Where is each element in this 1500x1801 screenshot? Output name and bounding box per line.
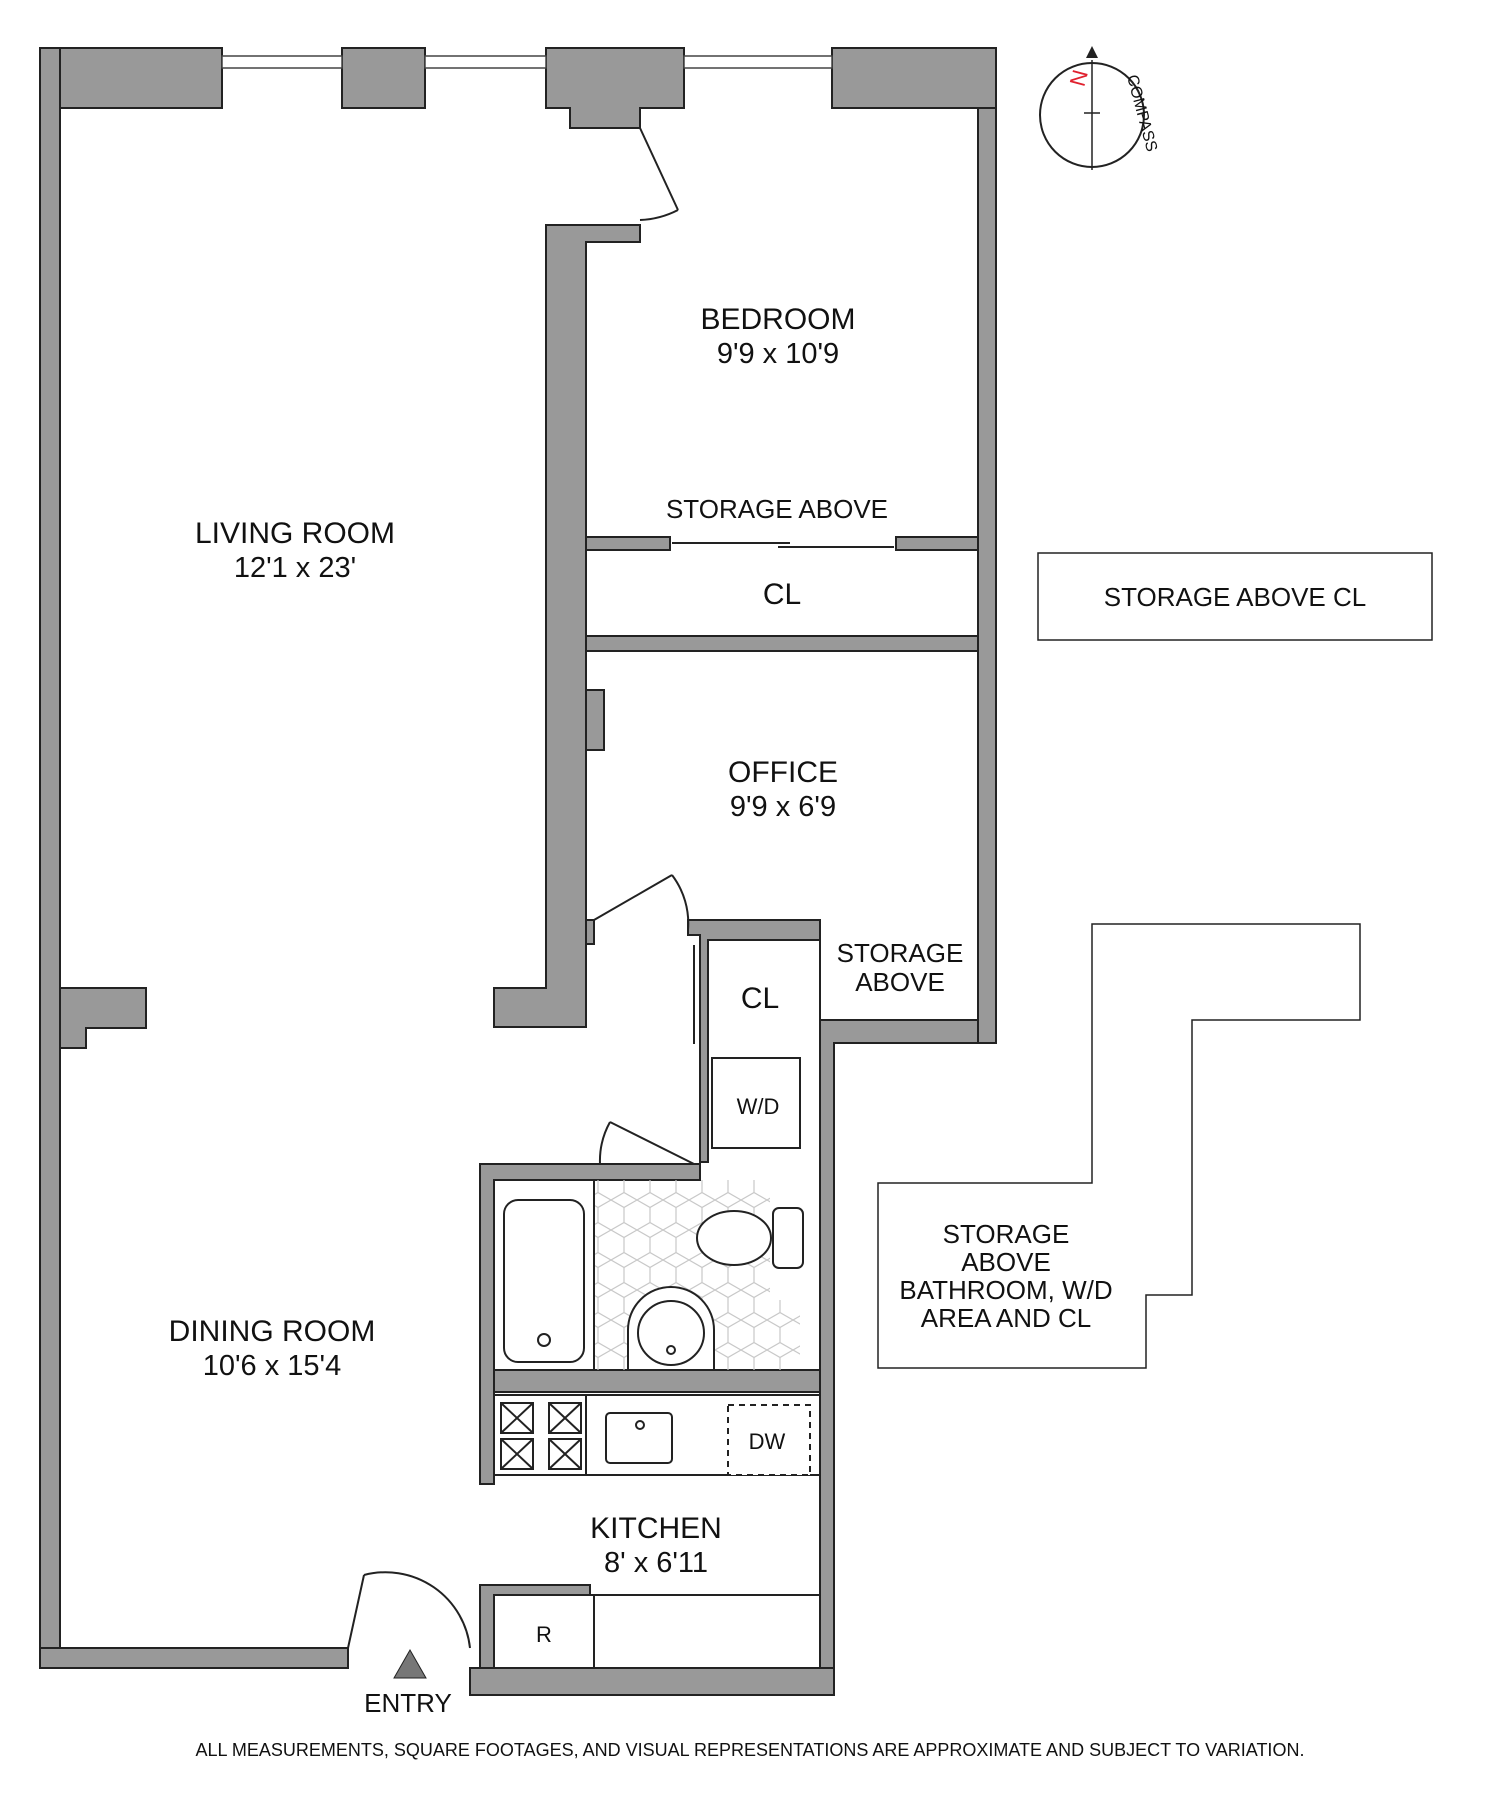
kitchen-sink-drain	[635, 1420, 645, 1430]
kitchen-dims: 8' x 6'11	[604, 1547, 708, 1579]
compass-arrow-icon	[1086, 46, 1098, 58]
bedroom-sliding-door	[672, 542, 894, 548]
walls	[39, 47, 997, 1696]
bedroom-name: BEDROOM	[700, 303, 855, 336]
doors	[347, 127, 894, 1649]
entry-arrow-icon	[393, 1648, 427, 1679]
toilet-tank	[772, 1207, 804, 1269]
bedroom-storage-label: STORAGE ABOVE	[666, 494, 888, 524]
compass: N	[1039, 46, 1145, 170]
office-door	[593, 874, 690, 931]
tub-drain	[537, 1333, 551, 1347]
bedroom-closet-top-left	[585, 536, 671, 551]
bath-sink-drain	[666, 1345, 676, 1355]
bath-sink-basin	[637, 1300, 705, 1366]
refrigerator	[493, 1594, 595, 1669]
west-wall	[39, 47, 61, 1669]
laundry-sliding-door	[693, 945, 701, 1150]
office-wall-bump	[585, 689, 605, 751]
bedroom-closet-bottom	[585, 635, 979, 652]
stove-burners	[500, 1402, 582, 1470]
dishwasher	[727, 1404, 811, 1476]
dishwasher-label: DW	[749, 1429, 786, 1454]
washer-dryer-label: W/D	[737, 1094, 780, 1119]
compass-needle	[1084, 60, 1100, 170]
bath-kitchen-divider	[493, 1369, 821, 1393]
entry-door	[347, 1571, 471, 1649]
bedroom-closet-label: CL	[763, 578, 801, 611]
storage-above-cl-box	[1037, 552, 1433, 641]
bedroom-closet-top-right	[895, 536, 979, 551]
entry-label: ENTRY	[364, 1688, 452, 1718]
storage-above-bath-line3: BATHROOM, W/D	[899, 1275, 1112, 1305]
bedroom-door	[639, 127, 679, 221]
living-room-column	[59, 987, 147, 1049]
office-dims: 9'9 x 6'9	[730, 791, 836, 823]
office-storage-line2: ABOVE	[855, 967, 945, 997]
office-storage-line1: STORAGE	[837, 938, 964, 968]
storage-above-cl-label: STORAGE ABOVE CL	[1104, 582, 1367, 612]
kitchen-name: KITCHEN	[590, 1512, 722, 1545]
living-room-name: LIVING ROOM	[195, 517, 395, 550]
toilet-bowl	[696, 1210, 772, 1266]
storage-above-bath-box	[877, 923, 1361, 1369]
compass-north: N	[1065, 67, 1093, 89]
fixtures	[493, 1057, 821, 1669]
east-wall-upper	[977, 107, 997, 1044]
washer-dryer	[711, 1057, 801, 1149]
dining-room-dims: 10'6 x 15'4	[203, 1350, 341, 1382]
dining-room-name: DINING ROOM	[169, 1315, 376, 1348]
disclaimer: ALL MEASUREMENTS, SQUARE FOOTAGES, AND V…	[196, 1740, 1305, 1760]
storage-above-bath-line1: STORAGE	[943, 1219, 1070, 1249]
bedroom-dims: 9'9 x 10'9	[717, 338, 839, 370]
living-room-dims: 12'1 x 23'	[234, 552, 356, 584]
refrigerator-label: R	[536, 1622, 552, 1647]
north-wall-left	[40, 47, 223, 109]
kitchen-south-wall	[469, 1667, 835, 1696]
storage-above-bath-line4: AREA AND CL	[921, 1303, 1092, 1333]
south-wall	[39, 1647, 349, 1669]
laundry-closet-label: CL	[741, 982, 779, 1015]
office-name: OFFICE	[728, 756, 838, 789]
north-pier-2	[545, 47, 685, 129]
north-wall-right	[831, 47, 997, 109]
bedroom-living-partition	[493, 224, 641, 1028]
windows	[221, 55, 833, 69]
office-south-wall	[585, 919, 595, 945]
lower-counter	[593, 1594, 821, 1669]
kitchen-sink	[605, 1412, 673, 1464]
bath-door	[598, 1121, 695, 1165]
storage-boxes	[877, 552, 1433, 1369]
north-pier-1	[341, 47, 426, 109]
bathtub-inner	[503, 1199, 585, 1363]
storage-above-bath-line2: ABOVE	[961, 1247, 1051, 1277]
